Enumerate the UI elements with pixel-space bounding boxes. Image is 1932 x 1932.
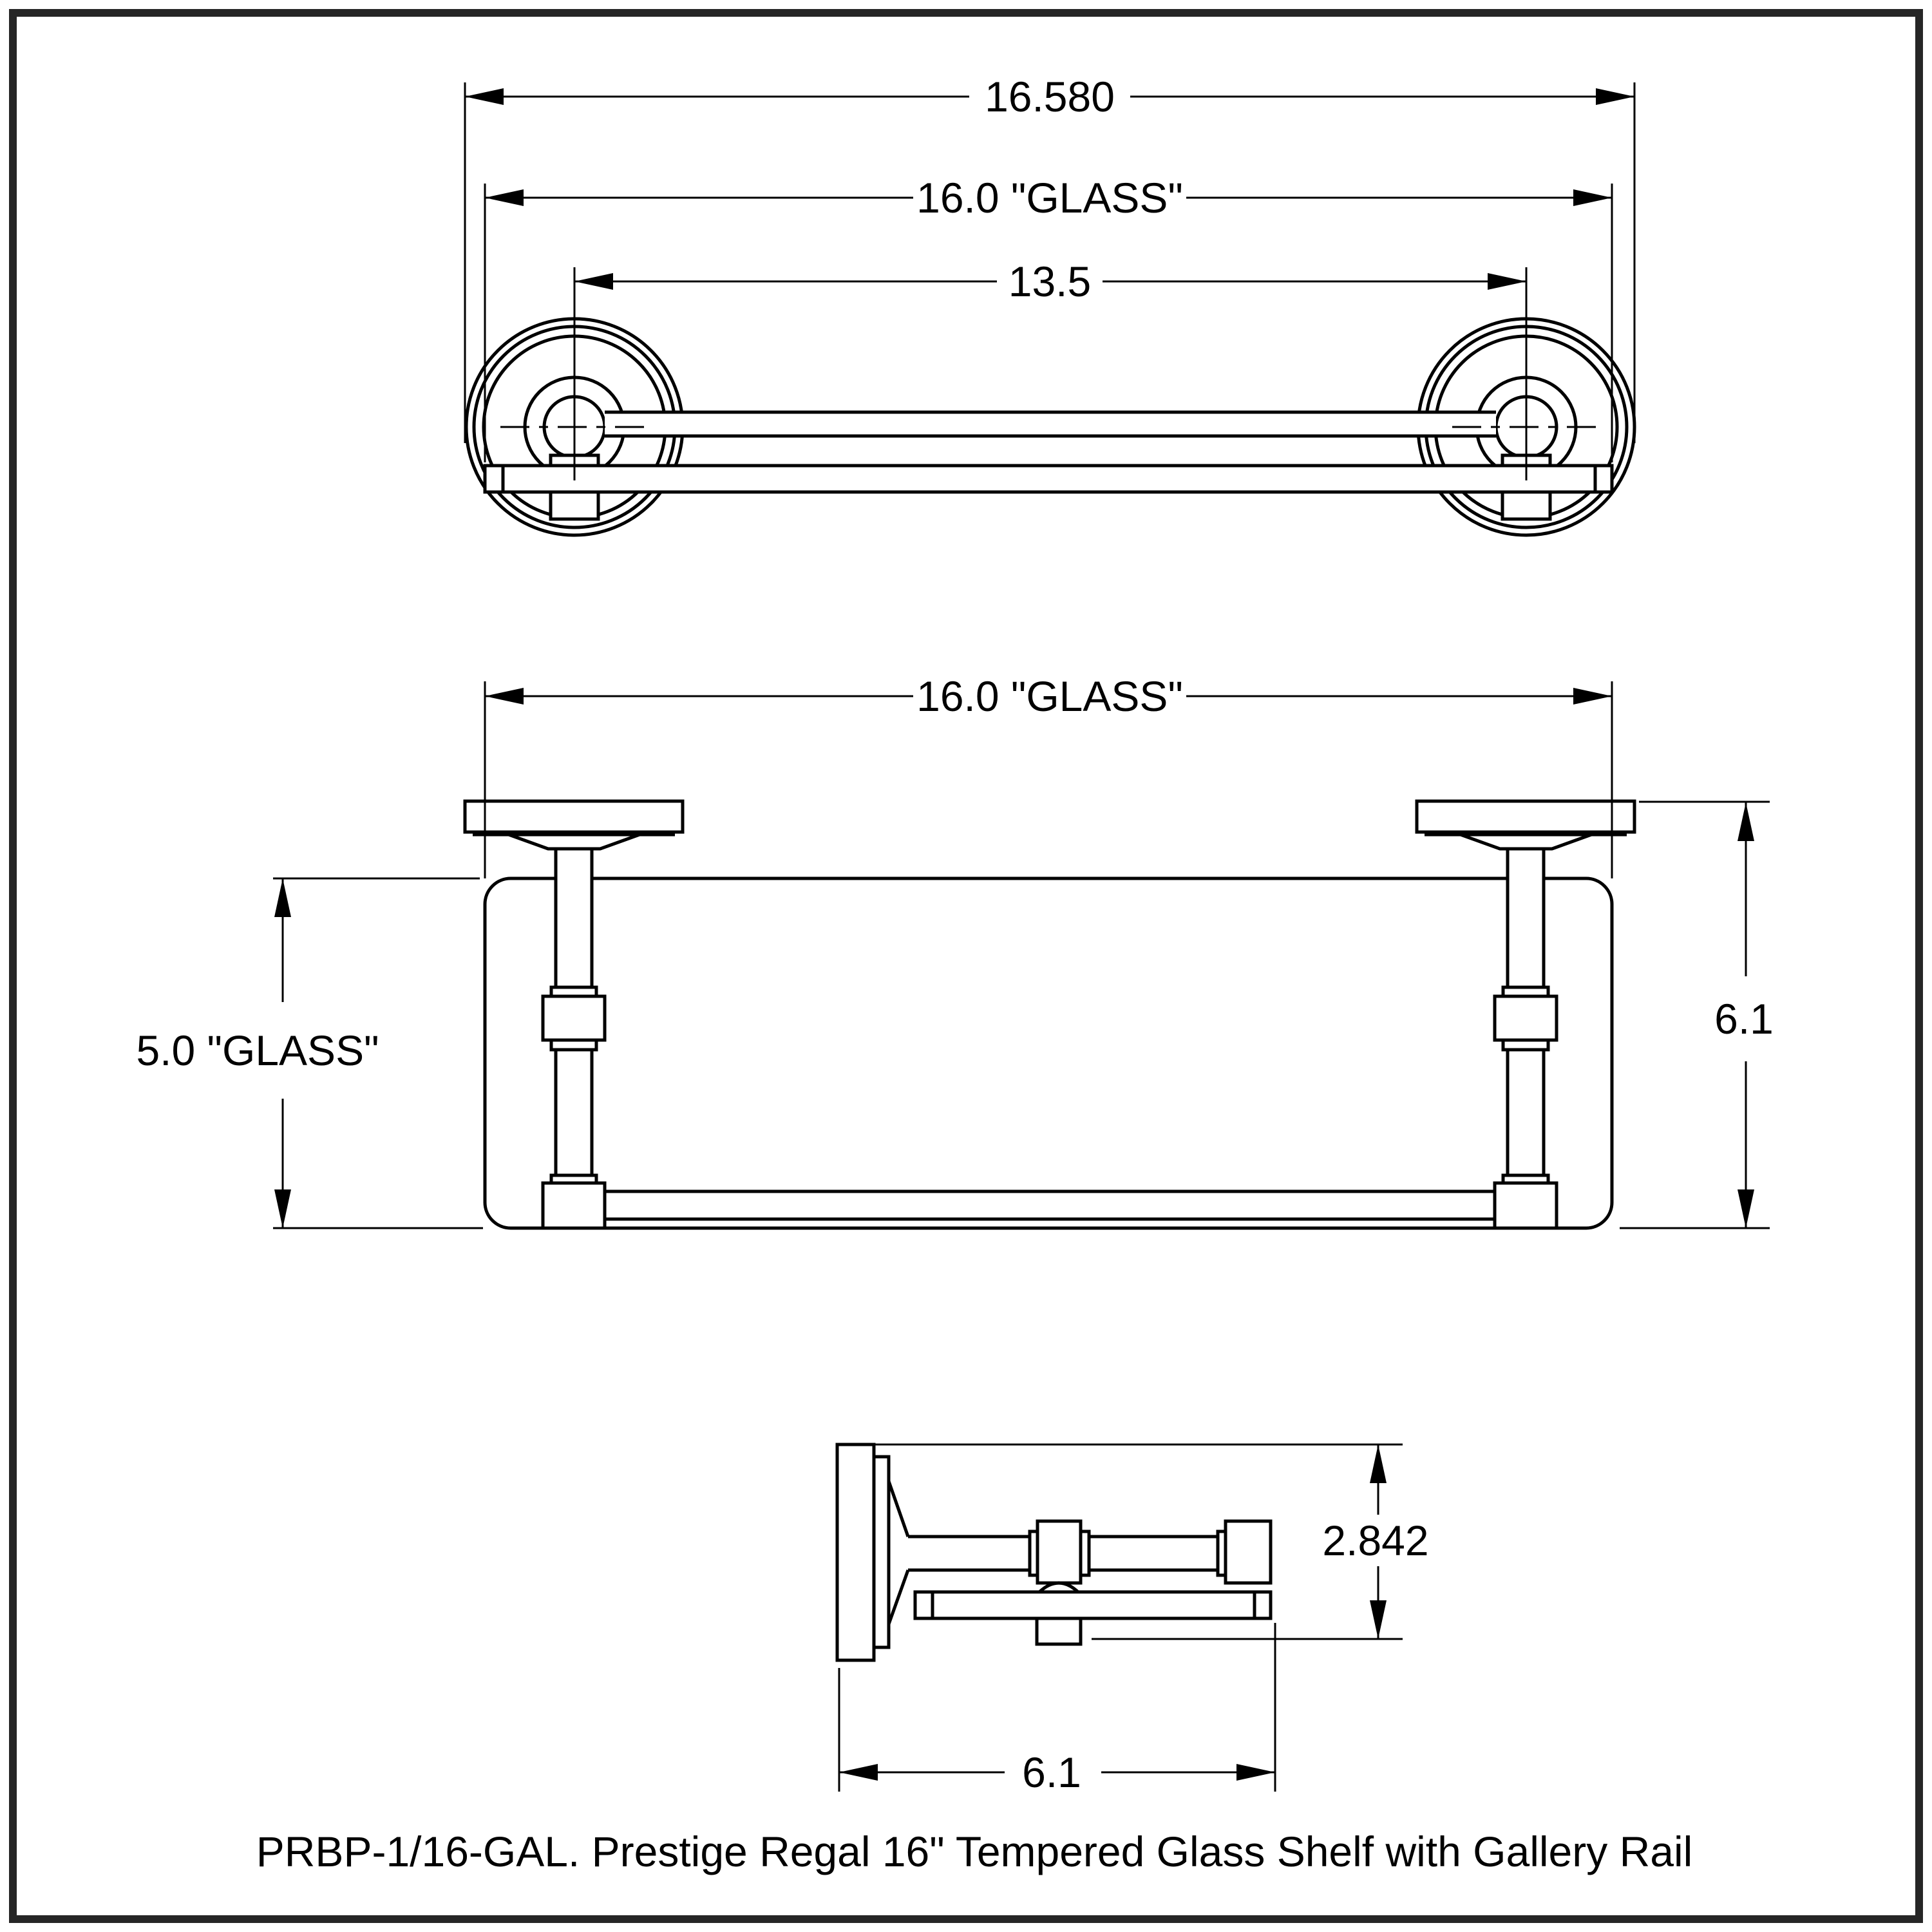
side-view: 2.842 6.1: [835, 1443, 1429, 1796]
dim-overall-depth: 6.1: [838, 1623, 1276, 1796]
right-rail-post: [1501, 490, 1552, 521]
dim-glass-width-plan: 16.0 "GLASS": [484, 672, 1613, 878]
glass-shelf-side: [913, 1590, 1273, 1620]
front-elevation-view: 16.580 16.0 "GLASS" 13.5: [464, 73, 1636, 537]
dim-overall-height-plan: 6.1: [1620, 800, 1774, 1229]
bracket-arm-side: [908, 1519, 1273, 1585]
plan-view: 16.0 "GLASS" 5.0 "GLASS" 6.1: [136, 672, 1774, 1230]
gallery-rail-plan: [605, 1189, 1495, 1221]
glass-shelf-edge-front: [483, 464, 1614, 494]
dim-overall-width: 16.580: [464, 73, 1636, 443]
post-dome-side: [1038, 1581, 1079, 1593]
center-lines: [500, 267, 1600, 480]
dim-post-spacing-label: 13.5: [1009, 258, 1091, 305]
dim-glass-width-plan-label: 16.0 "GLASS": [916, 672, 1183, 720]
right-bracket-plan: [1415, 799, 1636, 1230]
page-border: [9, 9, 1923, 1923]
dim-glass-depth: 5.0 "GLASS": [136, 877, 483, 1229]
dim-bracket-height-label: 2.842: [1322, 1517, 1428, 1564]
dim-overall-height-plan-label: 6.1: [1714, 995, 1774, 1043]
gallery-rail-front: [605, 410, 1496, 438]
glass-shelf-outline: [483, 876, 1614, 1230]
dim-overall-depth-label: 6.1: [1022, 1748, 1081, 1796]
dim-glass-width-front: 16.0 "GLASS": [484, 174, 1613, 462]
dim-post-spacing: 13.5: [574, 258, 1526, 305]
dim-glass-depth-label: 5.0 "GLASS": [136, 1027, 379, 1074]
dim-overall-width-label: 16.580: [985, 73, 1115, 120]
dim-bracket-height: 2.842: [874, 1443, 1429, 1640]
rail-post-side: [1035, 1616, 1083, 1646]
caption: PRBP-1/16-GAL. Prestige Regal 16" Temper…: [256, 1828, 1693, 1875]
left-rail-post: [549, 490, 600, 521]
wall-plate-side: [835, 1443, 910, 1662]
dim-glass-width-front-label: 16.0 "GLASS": [916, 174, 1183, 222]
left-bracket-plan: [463, 799, 685, 1230]
